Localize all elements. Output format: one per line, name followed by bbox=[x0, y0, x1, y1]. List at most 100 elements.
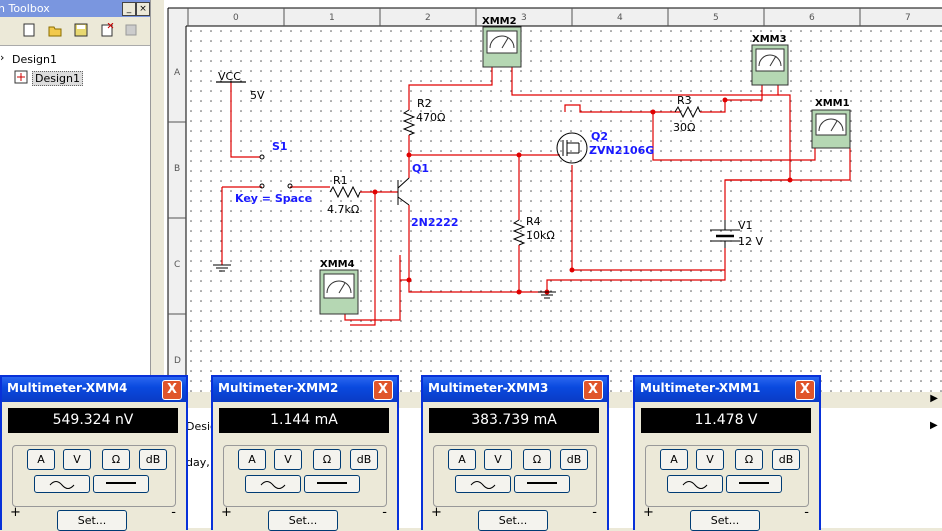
amps-button[interactable]: A bbox=[660, 449, 688, 470]
db-button[interactable]: dB bbox=[350, 449, 378, 470]
properties-icon[interactable] bbox=[124, 23, 138, 37]
splitter[interactable] bbox=[150, 0, 165, 375]
multimeter-xmm4-instrument[interactable] bbox=[319, 269, 359, 315]
meter-reading: 11.478 V bbox=[641, 408, 811, 433]
dialog-titlebar[interactable]: Multimeter-XMM4 X bbox=[2, 377, 186, 402]
resistor-r3[interactable] bbox=[674, 105, 701, 119]
switch-s1[interactable] bbox=[259, 154, 293, 189]
expand-icon[interactable]: › bbox=[0, 51, 5, 64]
battery-v1[interactable] bbox=[710, 220, 740, 248]
close-button[interactable]: X bbox=[795, 380, 815, 400]
volts-button[interactable]: V bbox=[696, 449, 724, 470]
r1-value: 4.7kΩ bbox=[327, 203, 359, 216]
close-icon[interactable]: × bbox=[136, 2, 150, 16]
left-ruler-label: A bbox=[174, 68, 181, 78]
mosfet-q2[interactable] bbox=[556, 132, 588, 164]
new-file-icon[interactable] bbox=[22, 23, 36, 37]
minus-terminal[interactable]: - bbox=[804, 505, 809, 520]
minus-terminal[interactable]: - bbox=[171, 505, 176, 520]
ac-button[interactable] bbox=[245, 475, 301, 493]
top-ruler-label: 1 bbox=[329, 13, 335, 23]
top-ruler-label: 5 bbox=[713, 13, 719, 23]
volts-button[interactable]: V bbox=[63, 449, 91, 470]
multimeter-xmm1-dialog: Multimeter-XMM1 X 11.478 V A V Ω dB Set.… bbox=[633, 375, 821, 531]
meter-controls-group bbox=[645, 445, 809, 507]
dc-line-icon bbox=[527, 482, 557, 484]
plus-terminal[interactable]: + bbox=[643, 505, 654, 520]
save-icon[interactable] bbox=[74, 23, 88, 37]
r4-value: 10kΩ bbox=[526, 229, 555, 242]
db-button[interactable]: dB bbox=[772, 449, 800, 470]
minus-terminal[interactable]: - bbox=[592, 505, 597, 520]
ohms-button[interactable]: Ω bbox=[735, 449, 763, 470]
set-button[interactable]: Set... bbox=[690, 510, 760, 531]
ohms-button[interactable]: Ω bbox=[313, 449, 341, 470]
close-button[interactable]: X bbox=[373, 380, 393, 400]
close-button[interactable]: X bbox=[583, 380, 603, 400]
resistor-r2[interactable] bbox=[402, 109, 416, 136]
meter-reading: 1.144 mA bbox=[219, 408, 389, 433]
close-button[interactable]: X bbox=[162, 380, 182, 400]
dc-button[interactable] bbox=[93, 475, 149, 493]
dc-line-icon bbox=[317, 482, 347, 484]
multimeter-xmm1-instrument[interactable] bbox=[811, 109, 851, 149]
minus-terminal[interactable]: - bbox=[382, 505, 387, 520]
tree-item-design-child[interactable]: Design1 bbox=[32, 71, 83, 86]
q1-part: 2N2222 bbox=[411, 216, 458, 229]
top-ruler-label: 7 bbox=[905, 13, 911, 23]
vcc-value: 5V bbox=[250, 89, 265, 102]
left-ruler-label: B bbox=[174, 164, 180, 174]
scroll-right-icon[interactable]: ▶ bbox=[930, 393, 938, 404]
amps-button[interactable]: A bbox=[448, 449, 476, 470]
volts-button[interactable]: V bbox=[274, 449, 302, 470]
dc-button[interactable] bbox=[304, 475, 360, 493]
top-ruler bbox=[168, 8, 942, 26]
close-design-icon[interactable] bbox=[100, 23, 114, 37]
ac-button[interactable] bbox=[455, 475, 511, 493]
ac-button[interactable] bbox=[667, 475, 723, 493]
xmm1-label: XMM1 bbox=[815, 98, 850, 109]
volts-button[interactable]: V bbox=[484, 449, 512, 470]
r3-label: R3 bbox=[677, 94, 692, 107]
ohms-button[interactable]: Ω bbox=[102, 449, 130, 470]
minimize-icon[interactable]: _ bbox=[122, 2, 136, 16]
plus-terminal[interactable]: + bbox=[431, 505, 442, 520]
top-ruler-label: 3 bbox=[521, 13, 527, 23]
tree-item-design-root[interactable]: Design1 bbox=[12, 53, 57, 66]
dialog-titlebar[interactable]: Multimeter-XMM2 X bbox=[213, 377, 397, 402]
multimeter-xmm2-instrument[interactable] bbox=[482, 26, 522, 68]
r2-label: R2 bbox=[417, 97, 432, 110]
design-tab[interactable]: Desig bbox=[186, 420, 218, 433]
top-ruler-label: 6 bbox=[809, 13, 815, 23]
dialog-titlebar[interactable]: Multimeter-XMM1 X bbox=[635, 377, 819, 402]
dialog-titlebar[interactable]: Multimeter-XMM3 X bbox=[423, 377, 607, 402]
q2-part: ZVN2106G bbox=[589, 144, 654, 157]
meter-controls-group bbox=[223, 445, 387, 507]
schematic-icon bbox=[14, 70, 28, 84]
multimeter-xmm3-instrument[interactable] bbox=[751, 44, 789, 86]
amps-button[interactable]: A bbox=[27, 449, 55, 470]
toolbox-toolbar bbox=[0, 17, 150, 46]
resistor-r4[interactable] bbox=[512, 219, 526, 246]
open-folder-icon[interactable] bbox=[48, 23, 62, 37]
top-ruler-label: 4 bbox=[617, 13, 623, 23]
plus-terminal[interactable]: + bbox=[10, 505, 21, 520]
transistor-q1[interactable] bbox=[397, 177, 410, 206]
ac-wave-icon bbox=[49, 481, 75, 489]
amps-button[interactable]: A bbox=[238, 449, 266, 470]
junction-dots bbox=[372, 97, 793, 295]
ohms-button[interactable]: Ω bbox=[523, 449, 551, 470]
dc-button[interactable] bbox=[726, 475, 782, 493]
ac-button[interactable] bbox=[34, 475, 90, 493]
ac-wave-icon bbox=[260, 481, 286, 489]
db-button[interactable]: dB bbox=[139, 449, 167, 470]
top-ruler-label: 2 bbox=[425, 13, 431, 23]
resistor-r1[interactable] bbox=[329, 185, 361, 199]
plus-terminal[interactable]: + bbox=[221, 505, 232, 520]
scroll-right-icon-bottom[interactable]: ▶ bbox=[930, 420, 938, 431]
db-button[interactable]: dB bbox=[560, 449, 588, 470]
dc-button[interactable] bbox=[514, 475, 570, 493]
